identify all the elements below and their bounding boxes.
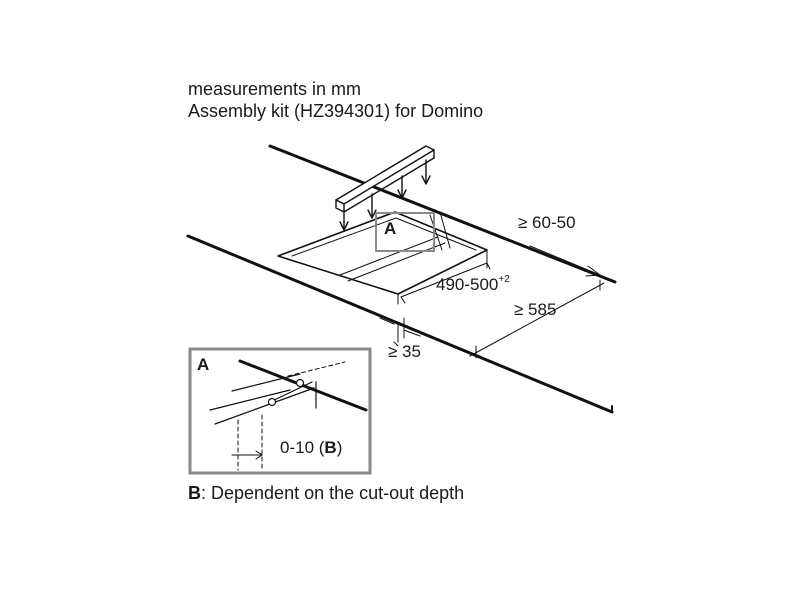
callout-box xyxy=(375,212,435,252)
callout-marker-a: A xyxy=(384,219,397,238)
detail-label-a: A xyxy=(197,355,210,374)
mounting-bar xyxy=(335,145,435,205)
insertion-arrows xyxy=(339,159,431,231)
worktop-front-edge xyxy=(186,234,614,414)
dimension-cutout-value: 490-500 xyxy=(436,275,499,294)
detail-inset xyxy=(188,347,372,475)
dimension-front-edge: ≥ 35 xyxy=(388,342,421,361)
detail-range-close: ) xyxy=(336,438,343,457)
footnote-text: : Dependent on the cut-out depth xyxy=(201,483,465,503)
worktop-back-edge xyxy=(268,144,617,284)
dimension-back-offset: ≥ 60-50 xyxy=(518,213,576,232)
detail-range-label: 0-10 (B) xyxy=(280,438,342,458)
kit-title: Assembly kit (HZ394301) for Domino xyxy=(188,101,484,121)
detail-range-text: 0-10 ( xyxy=(280,438,325,457)
detail-range-key: B xyxy=(324,438,337,457)
dimension-cutout-depth: 490-500+2 xyxy=(436,274,510,295)
units-note: measurements in mm xyxy=(188,79,362,99)
footnote: B: Dependent on the cut-out depth xyxy=(188,482,464,504)
footnote-key: B xyxy=(188,483,201,503)
detail-frame xyxy=(188,347,372,475)
dimension-min-depth: ≥ 585 xyxy=(514,300,557,319)
dimension-cutout-tolerance: +2 xyxy=(498,274,510,285)
